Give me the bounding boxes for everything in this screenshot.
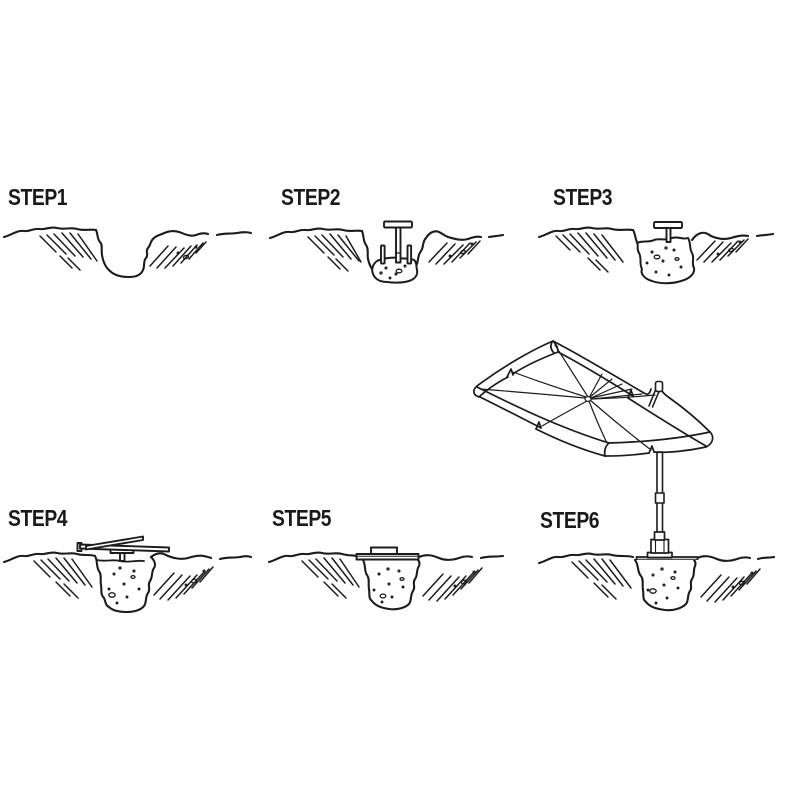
- step5-illustration-cover-plate-icon: [265, 500, 505, 625]
- step6-ground: [539, 553, 774, 610]
- step1-hatching: [40, 233, 206, 270]
- step2-illustration-anchor-in-hole-icon: [265, 175, 505, 295]
- anchor-top-plate: [384, 222, 412, 228]
- step6-label: STEP6: [540, 507, 600, 533]
- step4-ground: [4, 552, 251, 612]
- pole-joint-sleeve: [656, 493, 665, 503]
- step4-cross-base: [78, 537, 170, 562]
- step5-concrete-texture: [373, 568, 404, 603]
- anchor-stem: [120, 553, 125, 561]
- step3-illustration-concrete-filled-icon: [535, 175, 775, 295]
- step5-label: STEP5: [272, 505, 332, 531]
- step2-hatching: [308, 234, 480, 271]
- pole-cap: [656, 382, 663, 392]
- canopy-ribs: [480, 345, 655, 450]
- umbrella-base-mount: [637, 532, 698, 560]
- step4-illustration-cross-base-icon: [0, 500, 255, 625]
- umbrella-illustration: [450, 325, 750, 560]
- step6-pebbles: [732, 572, 753, 588]
- umbrella-pole: [656, 452, 665, 540]
- anchor-bolt-left: [381, 246, 385, 264]
- step6-concrete-texture: [647, 568, 679, 604]
- step1-illustration-hole-dug-icon: [0, 175, 255, 295]
- step6-hatching: [572, 559, 760, 602]
- base-clamp-block: [651, 540, 669, 554]
- step4-label: STEP4: [8, 505, 68, 531]
- step2-label: STEP2: [281, 184, 341, 210]
- anchor-bolt-right: [408, 246, 412, 264]
- step3-label: STEP3: [553, 184, 613, 210]
- step5-hatching: [302, 558, 482, 601]
- step5-pebbles: [454, 571, 475, 587]
- step3-pebbles: [717, 241, 741, 255]
- canopy-hub: [585, 397, 591, 402]
- cover-plate: [357, 554, 419, 560]
- step1-label: STEP1: [8, 184, 68, 210]
- step5-cover-plate: [357, 548, 419, 560]
- pole-top-bracket: [649, 382, 663, 408]
- step1-ground: [4, 227, 251, 277]
- anchor-stem: [667, 228, 671, 242]
- step4-pebbles: [185, 570, 205, 586]
- step2-pebbles: [449, 243, 473, 257]
- umbrella-canopy: [474, 341, 713, 456]
- step3-hatching: [556, 233, 748, 272]
- step1-pebbles: [177, 246, 197, 259]
- step3-concrete-fill: [637, 237, 694, 283]
- step3-anchor-exposed: [654, 222, 682, 242]
- step5-ground: [269, 552, 503, 609]
- base-bar-tilted: [86, 537, 143, 550]
- step2-ground: [270, 228, 503, 272]
- step2-ground-anchor: [381, 222, 412, 264]
- step4-concrete-texture: [108, 567, 140, 604]
- anchor-stem: [396, 228, 401, 263]
- step4-hatching: [34, 558, 213, 600]
- base-neck: [655, 532, 665, 540]
- step6-illustration-ground-icon: [535, 500, 775, 625]
- anchor-top-plate: [654, 222, 682, 228]
